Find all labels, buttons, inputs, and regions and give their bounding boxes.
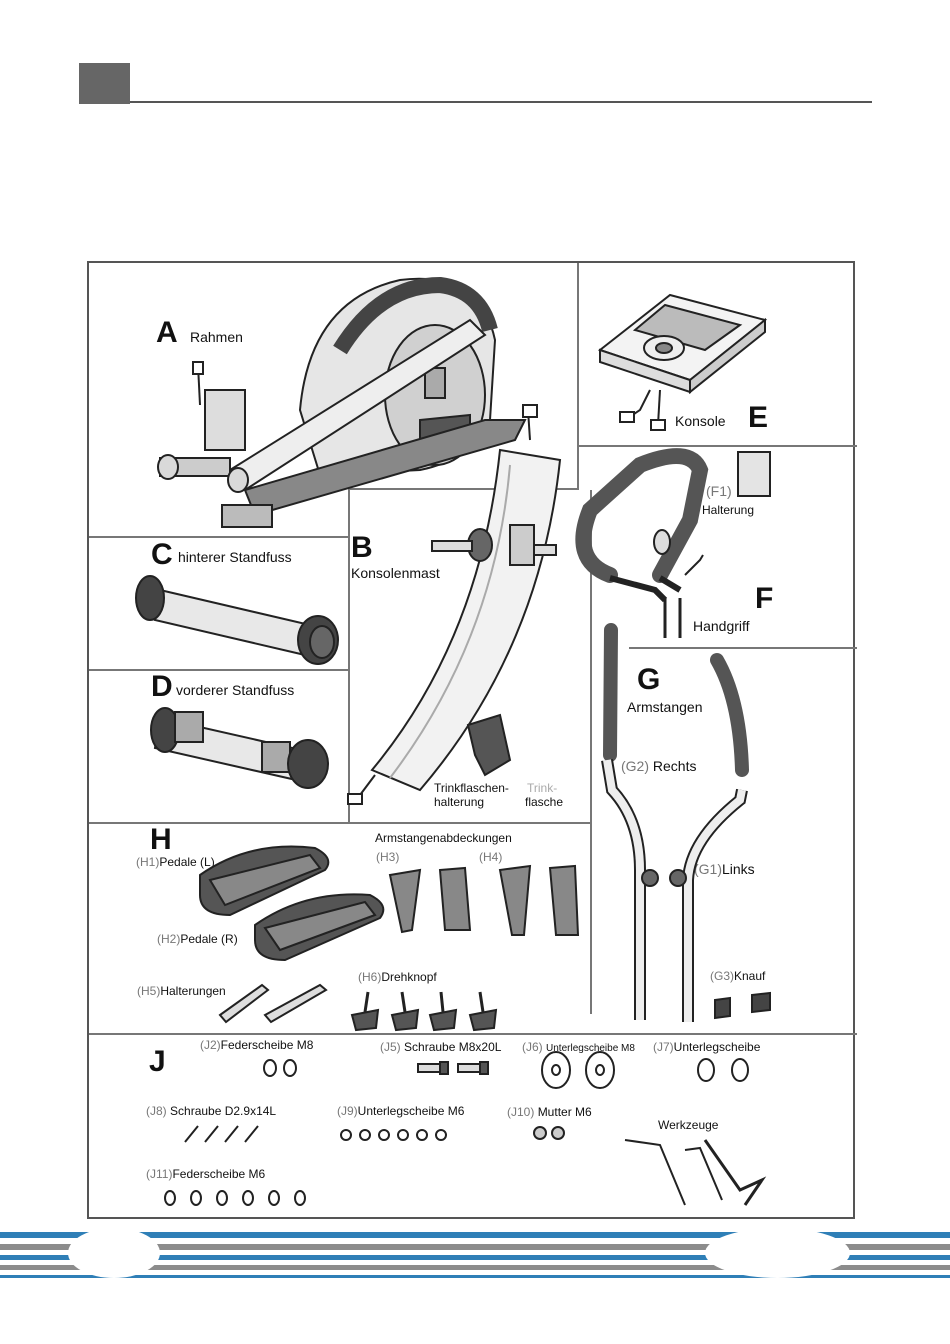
part-b-letter: B (351, 531, 373, 564)
part-a-letter: A (156, 316, 178, 349)
parts-overview-frame (87, 261, 857, 1219)
h3-code: (H3) (376, 850, 400, 864)
j9-name: Unterlegscheibe M6 (357, 1104, 465, 1118)
page-number-oval-left (68, 1228, 160, 1278)
part-f-letter: F (755, 582, 774, 615)
part-h-letter: H (150, 823, 172, 856)
j8-name: Schraube D2.9x14L (170, 1104, 277, 1118)
h2-name: Pedale (R) (180, 932, 238, 946)
tools-label: Werkzeuge (658, 1118, 719, 1132)
divider (348, 488, 350, 822)
j9-code: (J9) (337, 1104, 358, 1118)
j2-code: (J2) (200, 1038, 221, 1052)
part-e-letter: E (748, 401, 769, 434)
h4-code: (H4) (479, 850, 503, 864)
f1-code: (F1) (706, 483, 732, 499)
f1-name: Halterung (702, 503, 755, 517)
bottle-holder-label-1: Trinkflaschen- (434, 781, 509, 795)
part-g-name: Armstangen (627, 699, 703, 715)
bottle-label-2: flasche (525, 795, 564, 809)
divider (89, 822, 592, 824)
j5-name: Schraube M8x20L (404, 1040, 502, 1054)
j8-code: (J8) (146, 1104, 167, 1118)
part-j-letter: J (149, 1045, 166, 1078)
part-a-name: Rahmen (190, 329, 243, 345)
part-f-name: Handgriff (693, 618, 750, 634)
part-c-name: hinterer Standfuss (178, 549, 292, 565)
g2-name: Rechts (652, 758, 697, 774)
j10-name: Mutter M6 (537, 1105, 592, 1119)
part-c-letter: C (151, 538, 173, 571)
h6-code: (H6) (358, 970, 382, 984)
h5-code: (H5) (137, 984, 161, 998)
divider (590, 490, 592, 1014)
j11-name: Federscheibe M6 (172, 1167, 266, 1181)
j10-code: (J10) (507, 1105, 535, 1119)
j7-code: (J7) (653, 1040, 674, 1054)
part-d-letter: D (151, 670, 173, 703)
h5-name: Halterungen (160, 984, 226, 998)
h2-code: (H2) (157, 932, 181, 946)
arm-pole-covers-label: Armstangenabdeckungen (375, 831, 512, 845)
j6-name: Unterlegscheibe M8 (546, 1043, 635, 1054)
g1-code: (G1) (694, 861, 722, 877)
page-number-oval-right (705, 1228, 850, 1278)
footer-stripe (0, 1232, 950, 1238)
part-g-letter: G (637, 663, 661, 696)
bottle-label-1: Trink- (527, 781, 558, 795)
j2-name: Federscheibe M8 (220, 1038, 314, 1052)
footer-stripe (0, 1244, 950, 1250)
divider (577, 263, 579, 488)
part-b-name: Konsolenmast (351, 565, 440, 581)
g2-code: (G2) (621, 758, 649, 774)
footer-stripe (0, 1275, 950, 1278)
j7-name: Unterlegscheibe (673, 1040, 761, 1054)
divider (89, 669, 348, 671)
footer-stripe (0, 1255, 950, 1260)
h1-name: Pedale (L) (159, 855, 215, 869)
g3-name: Knauf (734, 969, 766, 983)
section-number-box (79, 63, 130, 104)
divider (348, 488, 579, 490)
g3-code: (G3) (710, 969, 734, 983)
divider (629, 647, 857, 649)
h6-name: Drehknopf (381, 970, 437, 984)
divider (89, 1033, 857, 1035)
bottle-holder-label-2: halterung (434, 795, 485, 809)
divider (577, 445, 857, 447)
h1-code: (H1) (136, 855, 160, 869)
j5-code: (J5) (380, 1040, 401, 1054)
j6-code: (J6) (522, 1040, 543, 1054)
header-rule (130, 101, 872, 103)
footer-stripe (0, 1265, 950, 1270)
part-e-name: Konsole (675, 413, 726, 429)
part-d-name: vorderer Standfuss (176, 682, 295, 698)
divider (89, 536, 348, 538)
g1-name: Links (722, 861, 755, 877)
j11-code: (J11) (146, 1167, 173, 1181)
